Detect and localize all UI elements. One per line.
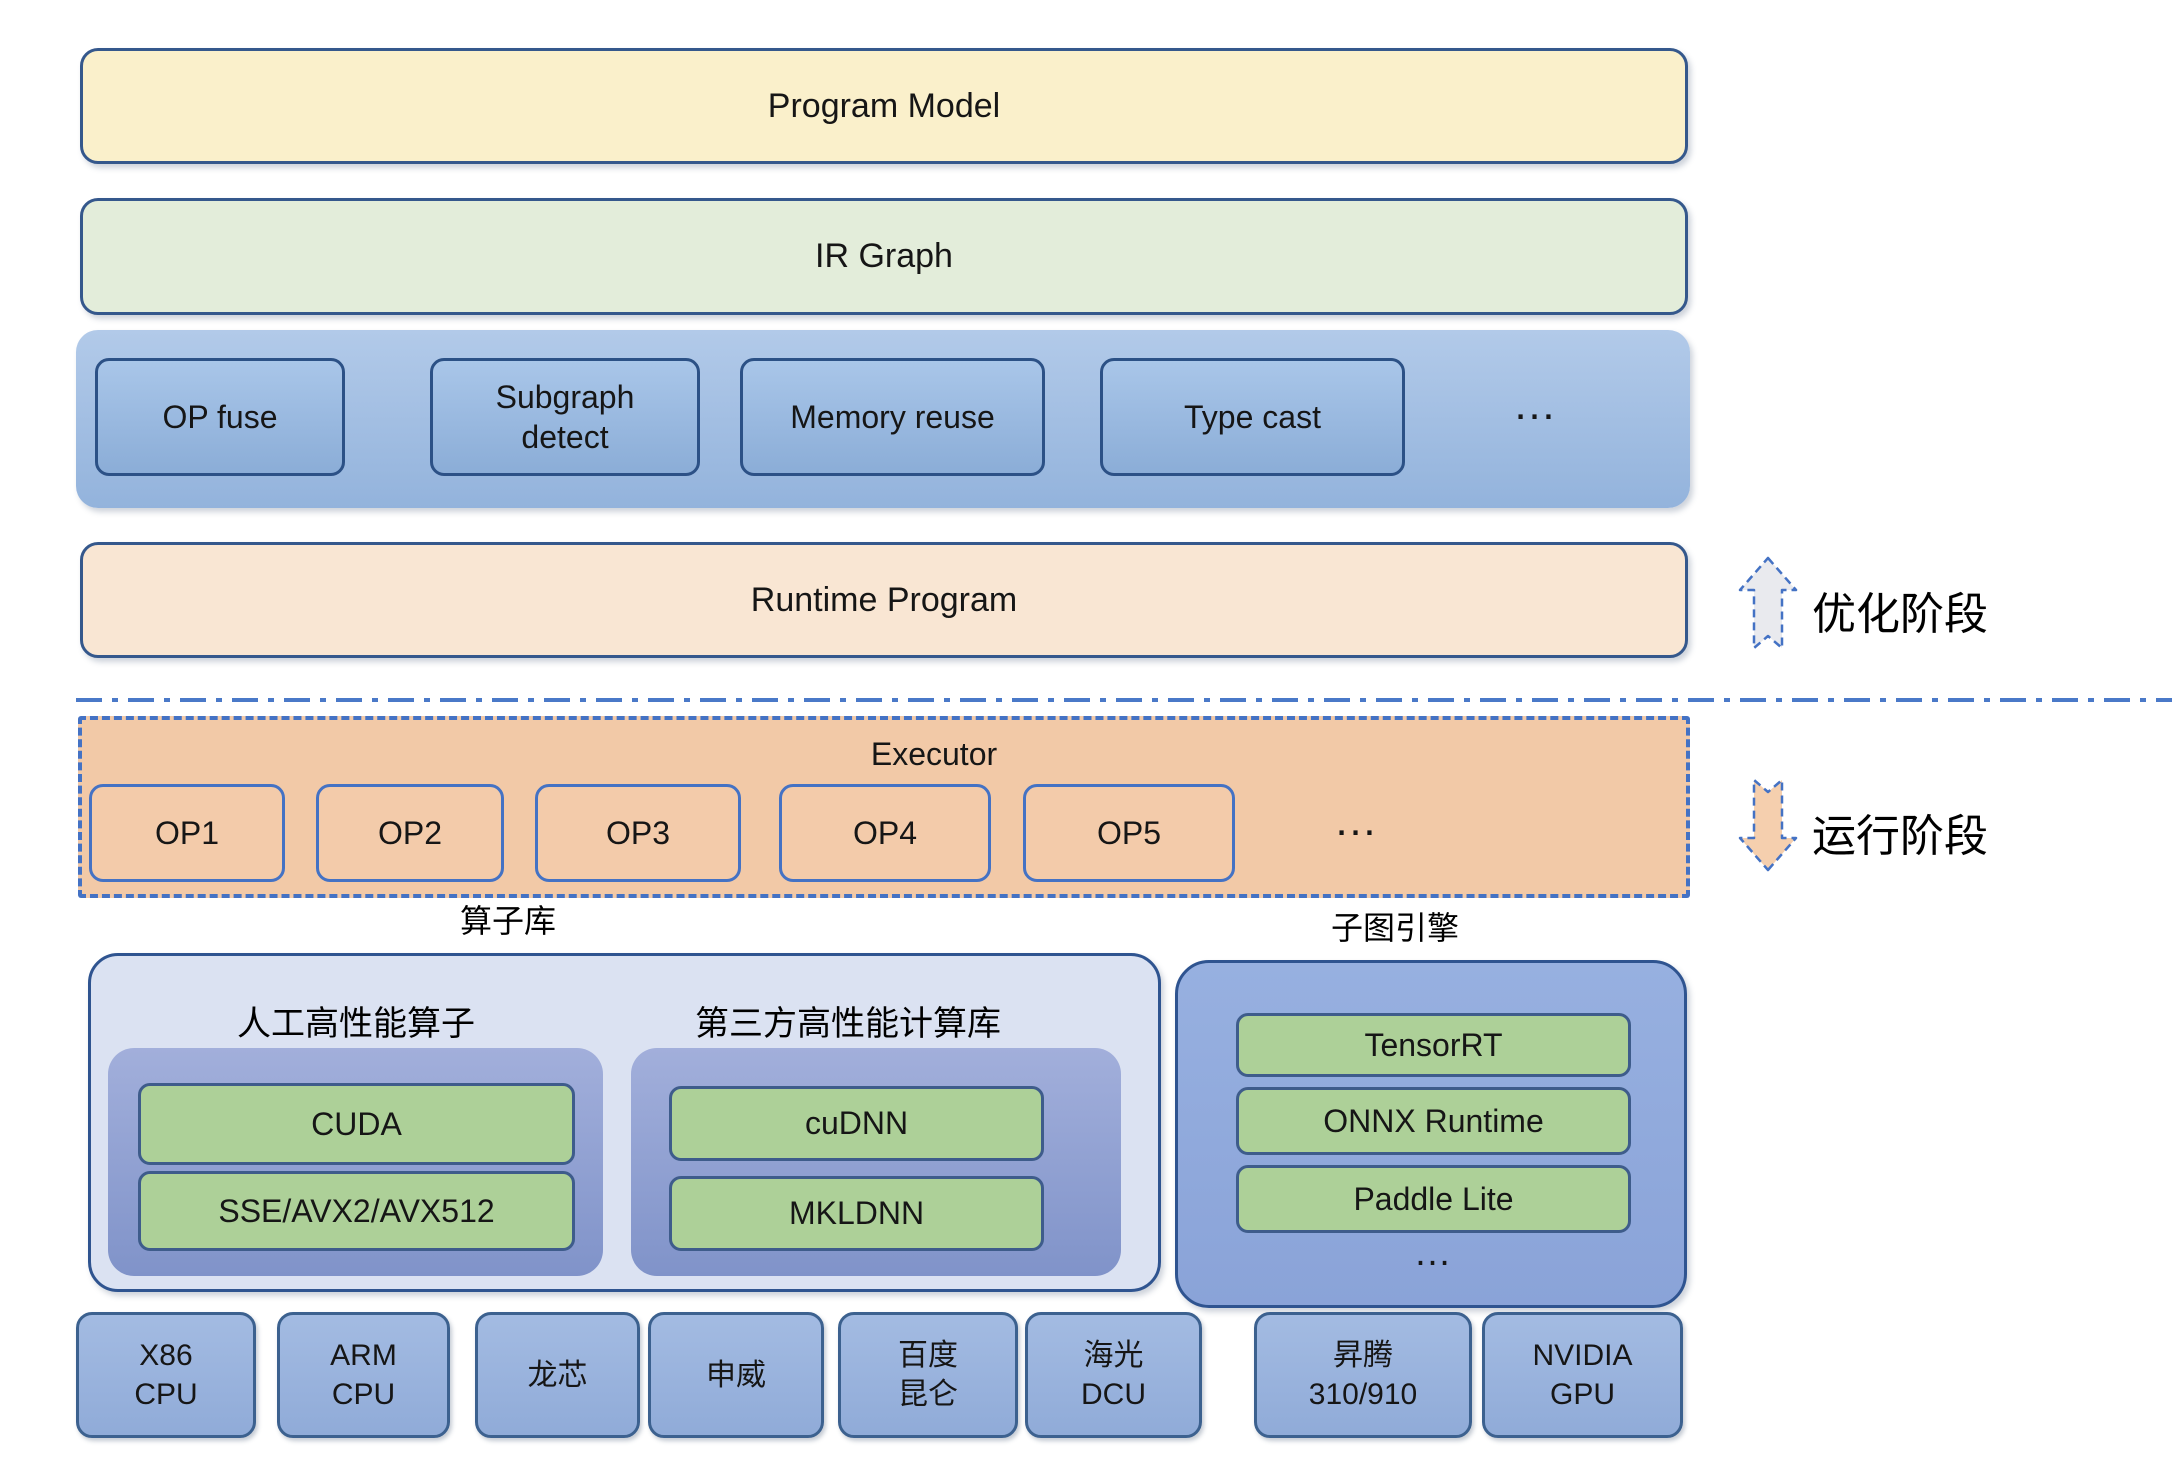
hardware-box-baidu-kunlun: 百度 昆仑 (838, 1312, 1018, 1438)
executor-ellipsis: … (1333, 796, 1381, 845)
engine-ellipsis: … (1413, 1231, 1455, 1274)
pass-label: Memory reuse (790, 399, 995, 435)
runtime-program-box: Runtime Program (80, 542, 1688, 658)
passes-ellipsis: … (1512, 380, 1560, 429)
program-model-label: Program Model (767, 86, 1001, 125)
pass-box-memory-reuse: Memory reuse (740, 358, 1045, 476)
pass-box-type-cast: Type cast (1100, 358, 1405, 476)
phase-divider (76, 698, 2172, 702)
manual-operators-title: 人工高性能算子 (237, 1004, 475, 1043)
hardware-box-arm-cpu: ARM CPU (277, 1312, 450, 1438)
cudnn-label: cuDNN (804, 1105, 909, 1141)
operator-library-label: 算子库 (459, 903, 556, 939)
runtime-program-label: Runtime Program (750, 580, 1018, 619)
onnx-runtime-label: ONNX Runtime (1323, 1102, 1544, 1139)
op-box-4: OP4 (779, 784, 991, 882)
sse-avx-label: SSE/AVX2/AVX512 (218, 1192, 495, 1229)
ir-graph-label: IR Graph (815, 237, 953, 275)
paddle-lite-label: Paddle Lite (1353, 1180, 1514, 1217)
third-party-title: 第三方高性能计算库 (695, 1004, 1001, 1043)
op-label: OP4 (852, 814, 918, 851)
executor-title: Executor (870, 735, 998, 772)
executor-box: Executor OP1 OP2 OP3 OP4 OP5 … (78, 716, 1690, 898)
program-model-box: Program Model (80, 48, 1688, 164)
hardware-box-sunway: 申威 (648, 1312, 824, 1438)
op-label: OP1 (154, 814, 220, 851)
hardware-box-ascend: 昇腾 310/910 (1254, 1312, 1472, 1438)
manual-operators-group: CUDA SSE/AVX2/AVX512 (108, 1048, 603, 1276)
pass-label: Type cast (1184, 399, 1321, 435)
cudnn-box: cuDNN (669, 1086, 1044, 1161)
pass-label: OP fuse (162, 399, 278, 435)
onnx-runtime-box: ONNX Runtime (1236, 1087, 1631, 1155)
optimization-phase-label: 优化阶段 (1812, 590, 1988, 639)
optimization-passes-container: OP fuse Subgraph detect Memory reuse Typ… (76, 330, 1690, 508)
cuda-box: CUDA (138, 1083, 575, 1165)
op-label: OP3 (605, 814, 671, 851)
hardware-box-x86-cpu: X86 CPU (76, 1312, 256, 1438)
up-arrow-icon (1738, 556, 1798, 650)
sse-avx-box: SSE/AVX2/AVX512 (138, 1171, 575, 1251)
mkldnn-box: MKLDNN (669, 1176, 1044, 1251)
subgraph-engine-label: 子图引擎 (1330, 910, 1459, 946)
ir-graph-box: IR Graph (80, 198, 1688, 315)
op-box-1: OP1 (89, 784, 285, 882)
op-label: OP5 (1096, 814, 1162, 851)
op-label: OP2 (377, 814, 443, 851)
op-box-3: OP3 (535, 784, 741, 882)
op-box-5: OP5 (1023, 784, 1235, 882)
subgraph-engine-box: TensorRT ONNX Runtime Paddle Lite … (1175, 960, 1687, 1308)
third-party-group: cuDNN MKLDNN (631, 1048, 1121, 1276)
hardware-box-hygon-dcu: 海光 DCU (1025, 1312, 1202, 1438)
hardware-box-loongson: 龙芯 (475, 1312, 640, 1438)
cuda-label: CUDA (311, 1105, 402, 1142)
pass-box-subgraph-detect: Subgraph detect (430, 358, 700, 476)
tensorrt-box: TensorRT (1236, 1013, 1631, 1077)
down-arrow-icon (1738, 778, 1798, 872)
runtime-phase-label: 运行阶段 (1812, 812, 1988, 861)
mkldnn-label: MKLDNN (788, 1195, 925, 1231)
pass-box-op-fuse: OP fuse (95, 358, 345, 476)
op-box-2: OP2 (316, 784, 504, 882)
hardware-box-nvidia-gpu: NVIDIA GPU (1482, 1312, 1683, 1438)
pass-label: Subgraph detect (495, 379, 635, 455)
tensorrt-label: TensorRT (1364, 1026, 1503, 1063)
paddle-lite-box: Paddle Lite (1236, 1165, 1631, 1233)
operator-library-box: 人工高性能算子 第三方高性能计算库 CUDA SSE/AVX2/AVX512 c… (88, 953, 1161, 1292)
